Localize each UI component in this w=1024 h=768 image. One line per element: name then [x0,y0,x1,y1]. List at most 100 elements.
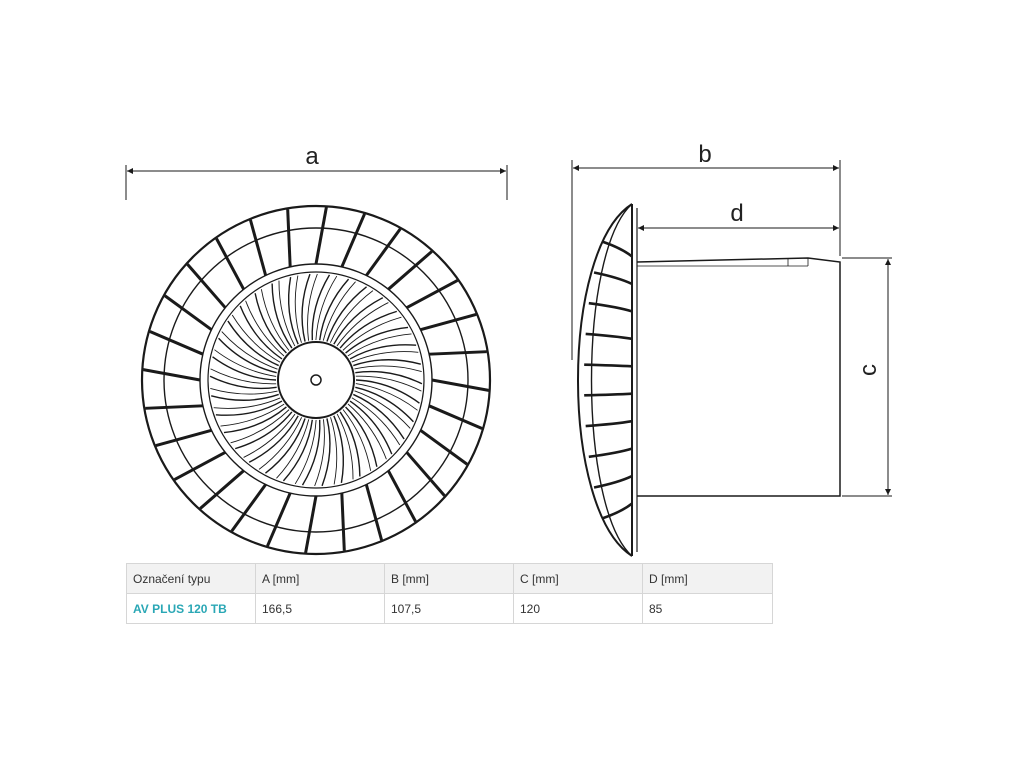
dimension-b-label: b [698,141,711,168]
fan-blade [248,415,299,463]
table-row: AV PLUS 120 TB 166,5 107,5 120 85 [126,593,773,624]
fan-blade [239,305,283,360]
grille-spoke [304,495,318,553]
fan-blade [209,375,277,390]
cell-model: AV PLUS 120 TB [126,593,256,624]
header-b: B [mm] [384,563,514,594]
grille-spoke [230,483,267,532]
grille-spoke [419,429,468,466]
side-grille-rib [588,447,633,459]
fan-side-view-icon [577,203,841,557]
fan-blade-edge [330,417,338,485]
grille-spoke [286,209,292,267]
fan-blade-edge [220,403,285,427]
grille-spoke [420,312,477,332]
fan-blade-edge [342,409,372,471]
fan-blade-edge [258,417,303,470]
fan-blade [353,359,421,367]
fan-blade-edge [336,413,354,480]
fan-blade [271,283,293,349]
grille-spoke [387,469,417,523]
grille-spoke [340,213,366,268]
fan-blade-edge [231,314,281,363]
fan-blade-edge [329,290,374,343]
grille-spoke [215,237,245,291]
dimension-a: a [125,143,508,200]
cell-c: 120 [513,593,643,624]
grille-spoke [143,368,201,382]
grille-spoke [340,493,346,551]
grille-spoke [248,219,268,276]
fan-blade [326,286,367,342]
fan-blade [254,293,287,354]
side-grille-rib [593,474,633,489]
fan-blade [301,273,311,342]
fan-blade-edge [213,397,281,409]
fan-blade-edge [315,275,338,341]
grille-spoke [266,492,292,547]
fan-blade-edge [347,403,387,460]
fan-blade [311,274,331,341]
fan-front-view-icon [140,204,492,556]
fan-blade-edge [354,390,411,429]
header-d: D [mm] [642,563,773,594]
grille-spoke [173,451,227,481]
side-grille-rib [585,419,633,428]
fan-blade [215,400,283,416]
fan-blade [339,411,361,477]
fan-blade-edge [336,302,389,347]
fan-blade [212,356,277,381]
fan-blade [345,406,378,467]
table-header-row: Označení typu A [mm] B [mm] C [mm] D [mm… [126,563,773,594]
header-type: Označení typu [126,563,256,594]
grille-spoke [164,294,213,331]
dimension-b: b [571,141,841,360]
fan-blade-edge [307,273,318,341]
cell-b: 107,5 [384,593,514,624]
fan-blade [318,278,350,341]
grille-spoke [155,428,212,448]
grille-spoke [387,250,433,291]
fan-blade-edge [322,281,356,341]
cell-a: 166,5 [255,593,385,624]
grille-spoke [186,263,227,309]
fan-blade-edge [214,349,277,377]
fan-blade-edge [342,316,402,351]
fan-blade [355,386,414,423]
fan-blade-edge [294,419,317,485]
fan-blade [333,415,345,484]
grille-spoke [429,350,487,356]
fan-blade-edge [260,289,290,351]
grille-spoke [314,207,328,265]
fan-blade-edge [314,419,325,487]
dimension-d: d [638,200,839,231]
side-grille-rib [588,301,633,313]
grille-spoke [405,279,459,309]
fan-blade-edge [354,365,422,373]
dimension-c-label: c [855,364,882,376]
grille-spoke [431,378,489,392]
header-a: A [mm] [255,563,385,594]
fan-blade-edge [221,331,278,370]
fan-blade [345,326,409,354]
grille-spoke [199,469,245,510]
fan-blade [353,393,405,440]
fan-blade-edge [230,409,290,444]
technical-drawing: a b d c [125,141,892,557]
grille-spoke [405,451,446,497]
side-grille-rib [602,240,633,258]
fan-blade-edge [210,387,278,395]
fan-blade [287,276,299,345]
fan-blade [218,337,277,374]
fan-blade [227,320,279,367]
fan-blade [349,344,417,360]
fan-blade [234,411,293,450]
grille-spoke [364,484,384,541]
side-grille-rib [593,271,633,286]
grille-spoke [365,228,402,277]
fan-blade-edge [278,280,296,347]
fan-blade [333,297,384,345]
grille-spoke [145,404,203,410]
fan-blade [211,393,279,401]
fan-blade-edge [355,375,422,392]
